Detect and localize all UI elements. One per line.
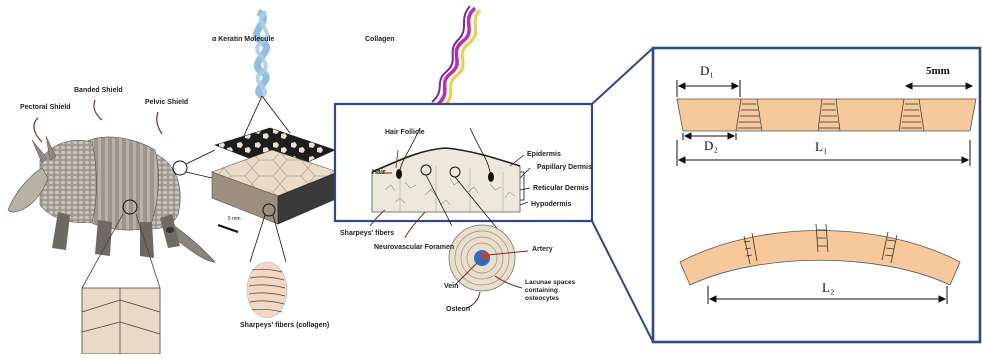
collagen-label: Collagen [365, 36, 395, 44]
lacunae-label-line3: osteocytes [525, 295, 559, 303]
banded-osteoderm-closeup [82, 288, 160, 354]
l1-label: L₁ [815, 143, 827, 151]
armadillo-illustration [8, 136, 215, 262]
hair-follicle-label: Hair Follicle [385, 129, 425, 137]
lacunae-label-line2: containing [525, 287, 558, 295]
sharpeys-collagen-label: Sharpeys' fibers (collagen) [240, 322, 329, 330]
hair-label: Hair [372, 169, 386, 177]
keratin-label: α Keratin Molecule [212, 36, 274, 44]
sharpeys-fibers-label: Sharpeys' fibers [340, 230, 394, 238]
banded-shield-label: Banded Shield [74, 87, 123, 95]
pelvic-shield-label: Pelvic Shield [145, 99, 188, 107]
reticular-dermis-label: Reticular Dermis [533, 185, 589, 193]
vein-label: Vein [444, 283, 458, 291]
hypodermis-label: Hypodermis [531, 201, 571, 209]
d1-label: D₁ [700, 67, 714, 75]
osteoderm-mechanics-panel [653, 48, 980, 342]
pectoral-shield-label: Pectoral Shield [20, 104, 71, 112]
d2-label: D₂ [704, 142, 718, 150]
l2-label: L₂ [822, 284, 834, 292]
zoom-circle-carapace [173, 161, 187, 175]
lacunae-label-line1: Lacunae spaces [525, 279, 575, 287]
straight-osteoderm-chain [677, 99, 976, 131]
keratin-molecule [257, 12, 268, 96]
epidermis-label: Epidermis [527, 151, 561, 159]
artery-label: Artery [532, 246, 553, 254]
scale-bar-label: 5 mm [228, 215, 241, 223]
osteon-label: Osteon [446, 306, 470, 314]
scale-bar-line [218, 225, 238, 232]
collagen-molecule [432, 6, 480, 106]
papillary-dermis-label: Papillary Dermis [537, 164, 592, 172]
five-mm-label: 5mm [926, 67, 950, 75]
neurovascular-foramen-label: Neurovascular Foramen [374, 244, 454, 252]
